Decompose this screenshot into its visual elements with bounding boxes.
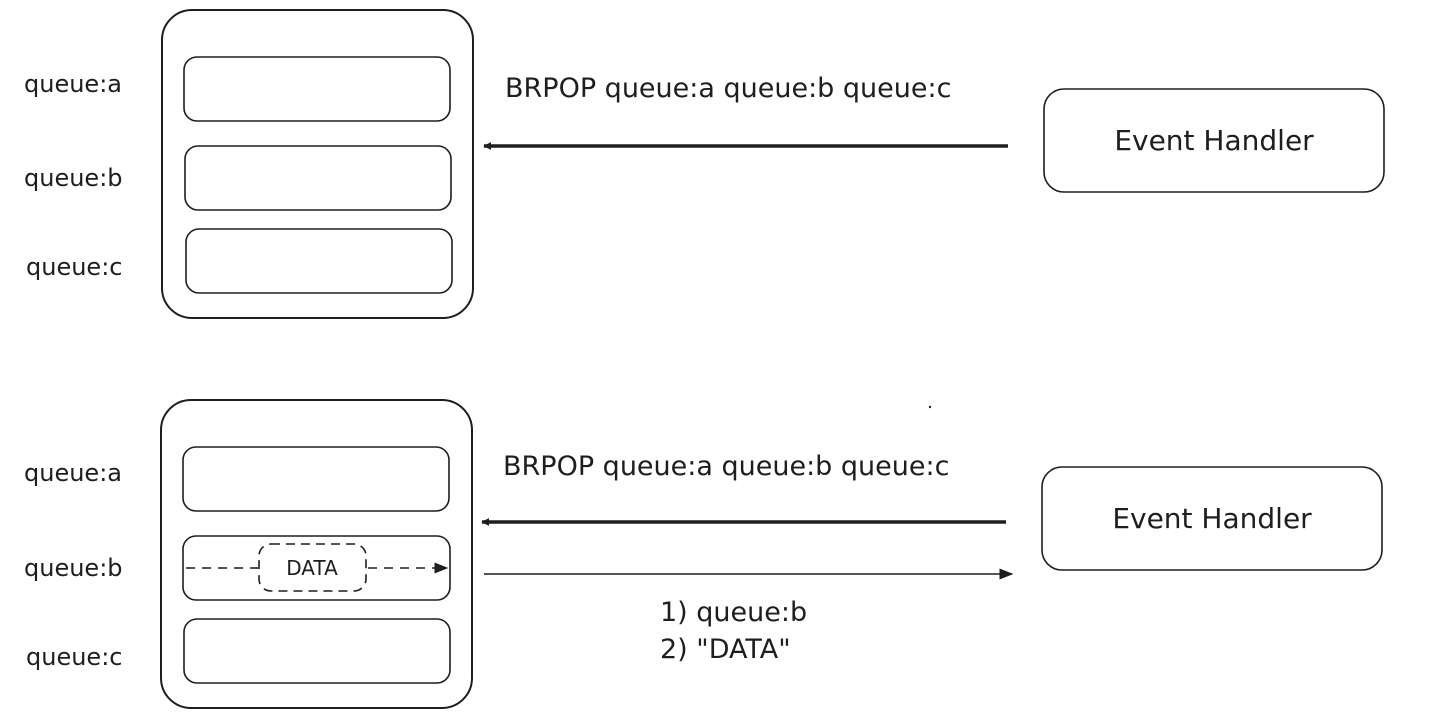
queue-c-slot [183, 618, 451, 684]
redis-container [160, 399, 473, 709]
brpop-command: BRPOP queue:a queue:b queue:c [505, 73, 951, 104]
queue-c-label: queue:c [26, 253, 122, 281]
event-handler-label: Event Handler [1114, 124, 1314, 157]
data-item-box [258, 543, 367, 592]
queue-c-slot [185, 228, 453, 294]
queue-a-label: queue:a [24, 459, 122, 487]
diagram-top: queue:a queue:b queue:c BRPOP queue:a qu… [24, 9, 1385, 319]
event-handler-box [1043, 88, 1385, 193]
queue-b-label: queue:b [24, 554, 123, 582]
redis-container [161, 9, 474, 319]
queue-a-label: queue:a [24, 70, 122, 98]
event-handler-box [1041, 466, 1383, 571]
brpop-command: BRPOP queue:a queue:b queue:c [503, 451, 949, 482]
event-handler-label: Event Handler [1112, 502, 1312, 535]
queue-a-slot [183, 56, 451, 122]
diagram-bottom: queue:a queue:b queue:c DATA BRPOP queue… [24, 399, 1383, 709]
queue-b-label: queue:b [24, 164, 123, 192]
data-item-label: DATA [286, 556, 338, 580]
queue-b-slot [182, 535, 451, 601]
response-line-1: 1) queue:b [660, 597, 807, 628]
queue-c-label: queue:c [26, 643, 122, 671]
queue-a-slot [182, 446, 450, 512]
stray-dot [928, 405, 932, 409]
response-line-2: 2) "DATA" [660, 634, 791, 665]
queue-b-slot [184, 145, 452, 211]
